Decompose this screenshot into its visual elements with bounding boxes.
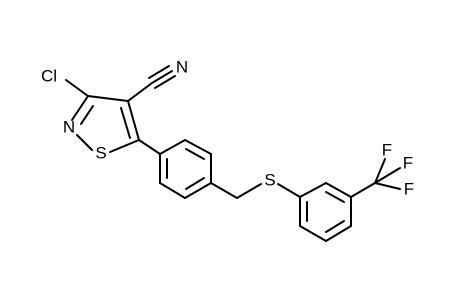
ring2-bond-2 [325, 182, 352, 198]
bond-c4-cn [127, 82, 153, 102]
ring2-bond-1 [299, 182, 327, 198]
bond-ring-ch2 [210, 182, 238, 199]
bond-ch2-s [236, 183, 262, 199]
ring1-bond-2 [184, 139, 212, 155]
bond-c-f-bot [374, 182, 401, 190]
trifluoromethyl-group [350, 158, 401, 198]
atom-ring-nitrogen-label: N [63, 118, 75, 137]
nitrile-group [127, 65, 176, 102]
bond-triple-3 [154, 75, 176, 89]
bond-c-f-mid [374, 167, 401, 184]
bond-c3-c4 [87, 95, 129, 102]
ring1-double-1 [185, 148, 205, 160]
atom-ring-sulfur-label: S [95, 144, 106, 163]
benzene-ring-cf3 [299, 182, 352, 242]
atom-chlorine-label: Cl [41, 67, 57, 86]
ring2-bond-5 [299, 225, 327, 242]
ring1-bond-1 [159, 139, 186, 155]
ring1-double-2 [185, 177, 205, 190]
ring2-double-2 [325, 220, 345, 233]
isothiazole-ring [71, 95, 140, 153]
ring2-bond-4 [325, 225, 352, 242]
bond-triple-1 [151, 70, 173, 84]
bond-s-ring [277, 183, 301, 198]
bond-triple-2 [148, 65, 170, 79]
bond-c-f-top [374, 158, 386, 184]
atom-fluorine-bottom-label: F [404, 180, 414, 199]
bond-c5-s1 [109, 139, 140, 153]
ring1-bond-4 [184, 182, 212, 199]
atom-fluorine-top-label: F [382, 141, 392, 160]
benzene-ring-central [159, 139, 212, 199]
ring2-double-1 [325, 191, 345, 203]
atom-nitrile-nitrogen-label: N [176, 58, 188, 77]
bond-s1-n2 [76, 134, 93, 151]
bond-c4-c5-inner [120, 107, 131, 139]
bond-n2-c3-inner [80, 105, 94, 125]
bond-c4-c5 [127, 100, 140, 141]
atom-fluorine-middle-label: F [403, 154, 413, 173]
bond-n2-c3 [71, 95, 89, 121]
bond-c5-phenyl [138, 139, 161, 155]
bond-c3-cl [65, 79, 89, 97]
atom-thioether-sulfur-label: S [264, 171, 275, 190]
bond-ring-cf3 [350, 182, 376, 198]
ring1-bond-5 [159, 182, 186, 199]
